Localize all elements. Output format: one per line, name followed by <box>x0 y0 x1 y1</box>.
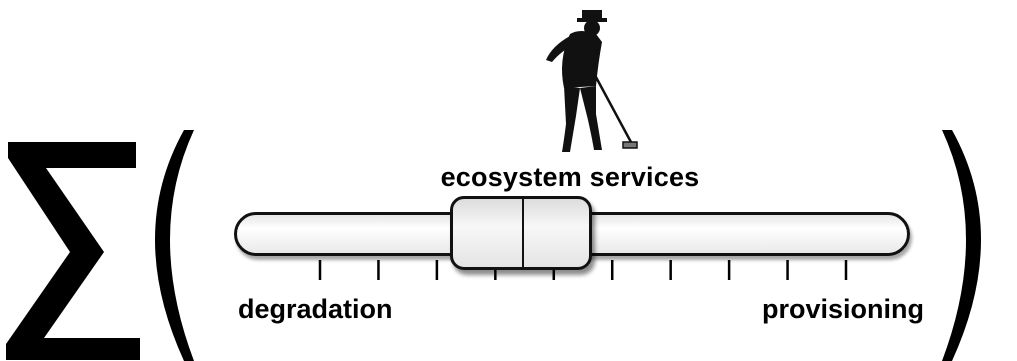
person-sweeping-icon <box>546 10 638 152</box>
slider-title: ecosystem services <box>440 162 700 192</box>
left-parenthesis-icon <box>155 130 194 361</box>
slider-ticks <box>318 260 848 280</box>
right-parenthesis-icon <box>942 130 981 361</box>
scale-left-label: degradation <box>238 294 393 324</box>
sigma-icon <box>6 142 140 360</box>
scale-right-label: provisioning <box>762 294 924 324</box>
slider-thumb[interactable] <box>449 196 592 270</box>
thumb-center-line <box>521 199 524 267</box>
ecosystem-slider[interactable] <box>226 188 926 288</box>
